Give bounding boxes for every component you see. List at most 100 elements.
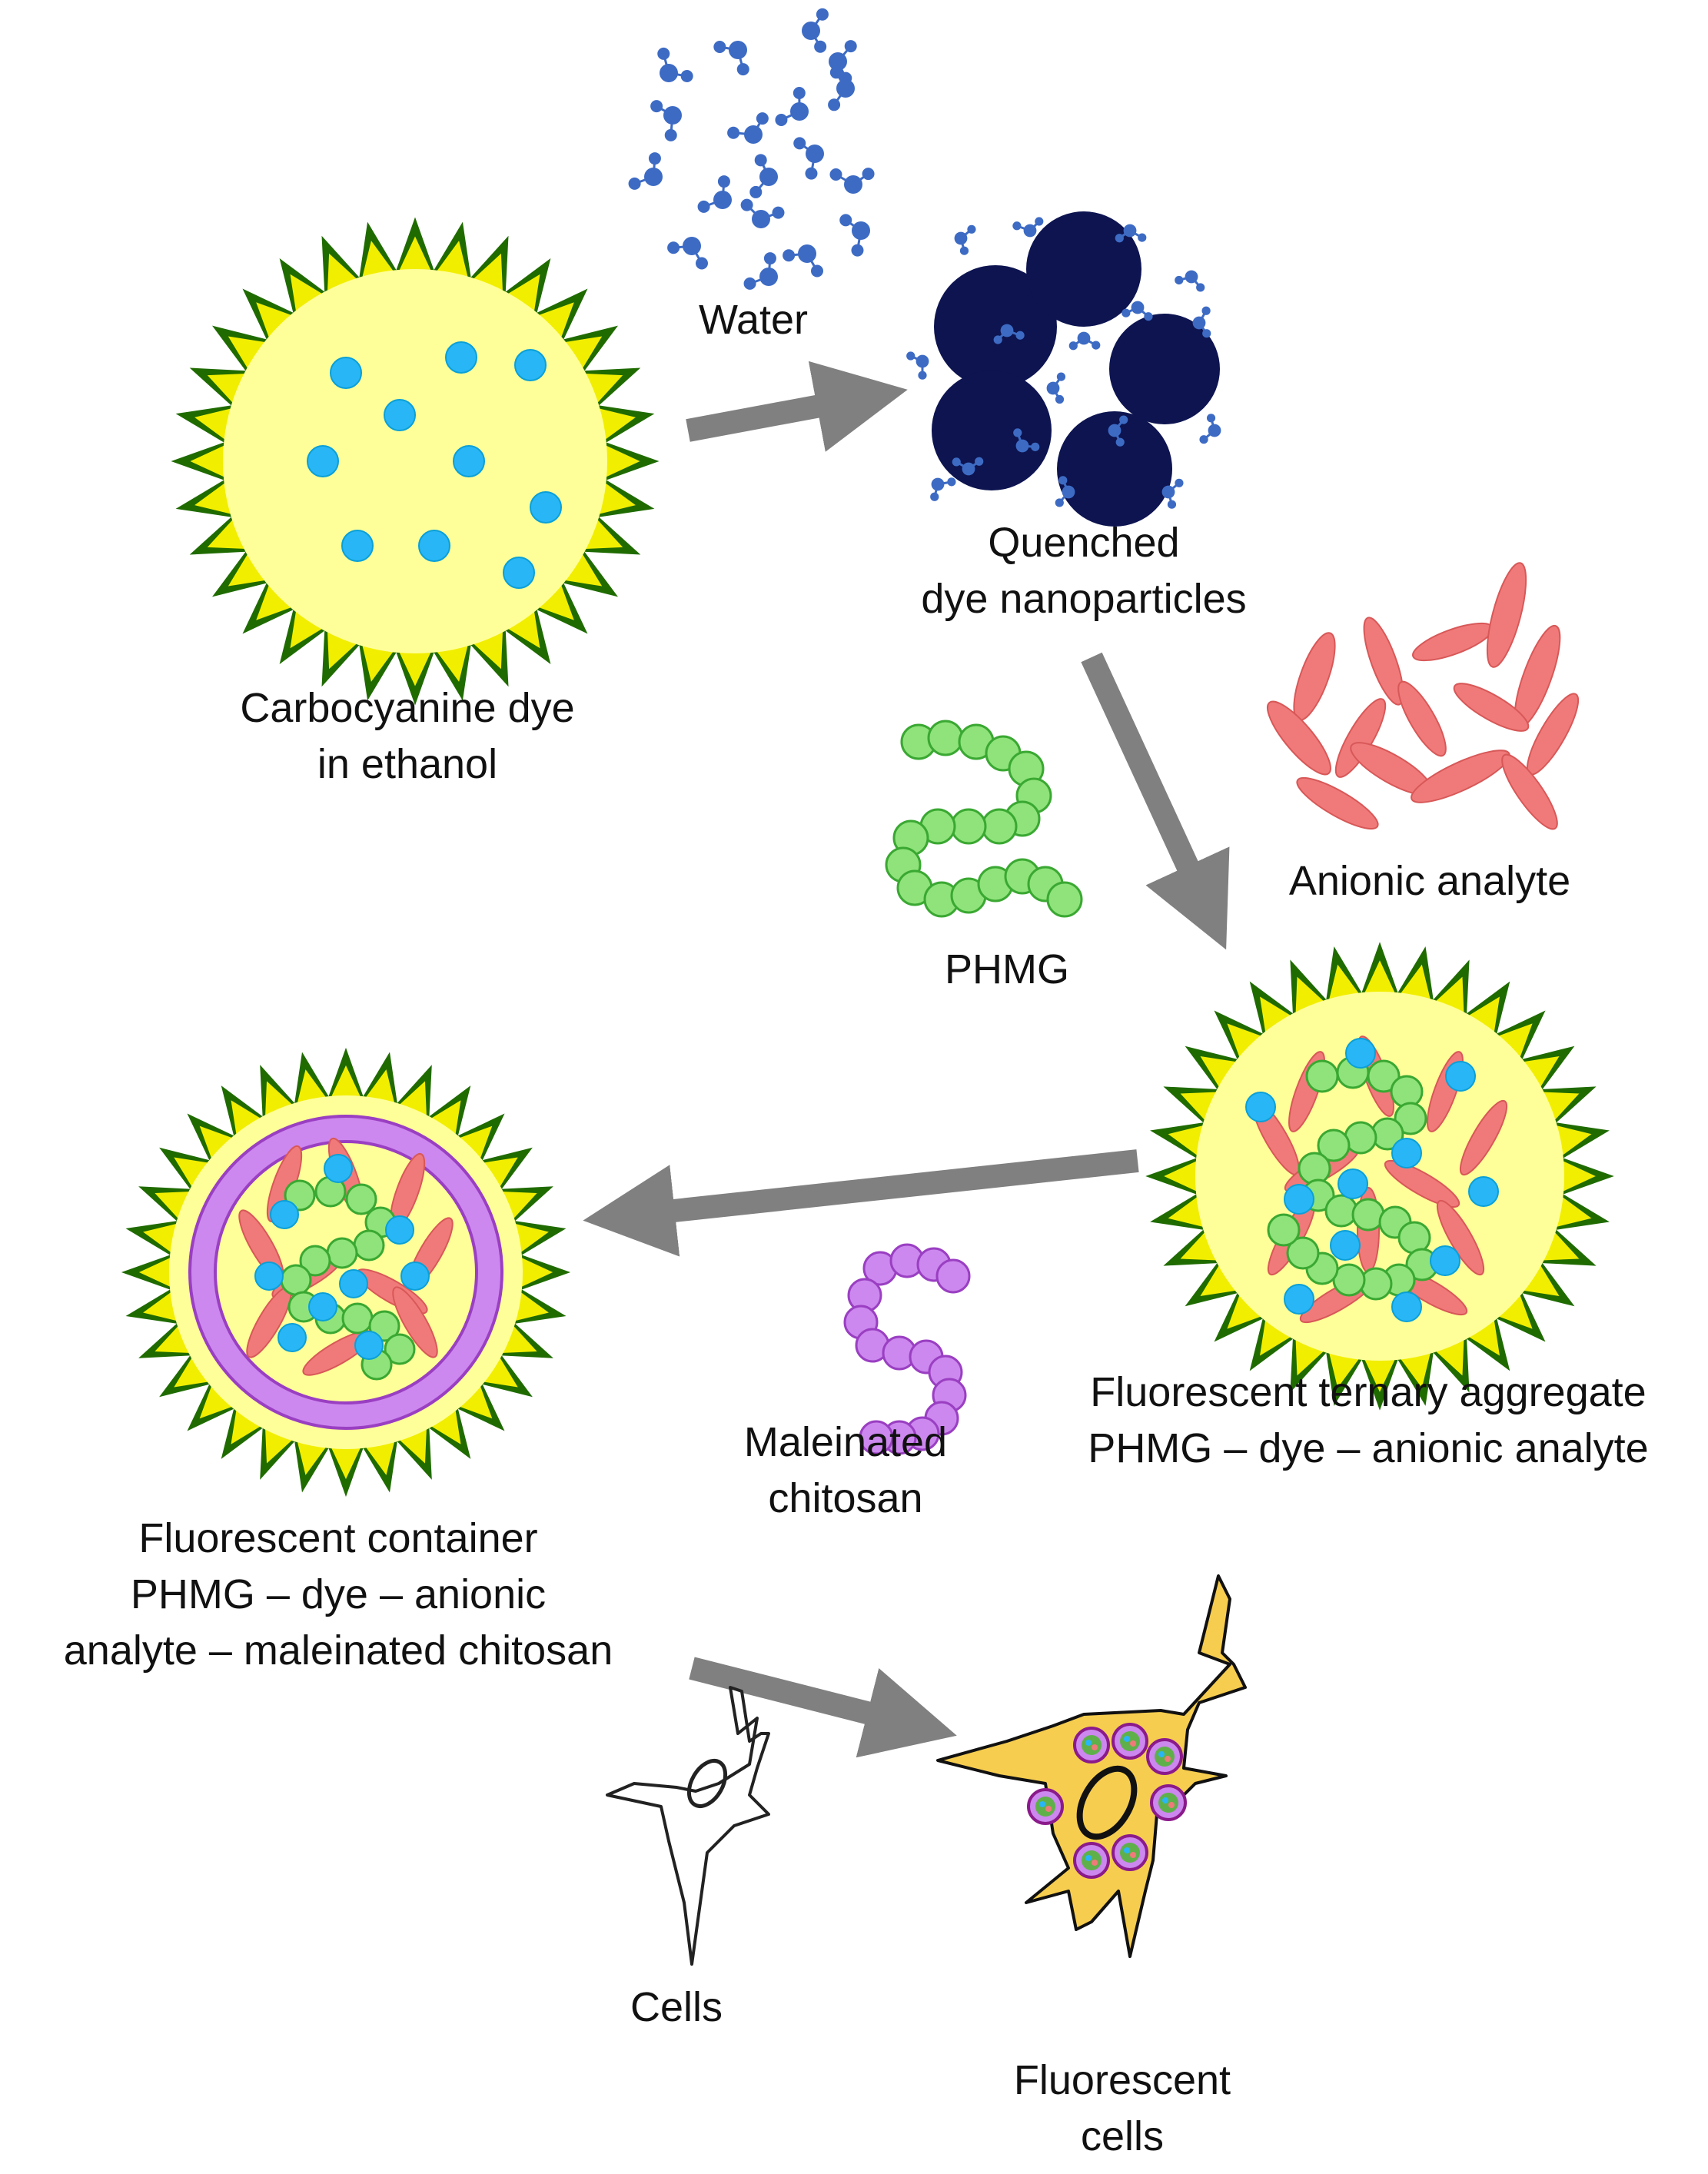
water-hydrogen	[1201, 306, 1211, 315]
ternary-line-2: PHMG – dye – anionic analyte	[1088, 1424, 1649, 1471]
dye-dot	[1468, 1176, 1499, 1207]
water-hydrogen	[1068, 341, 1078, 351]
phmg-bead	[950, 808, 987, 845]
dye-dot	[339, 1269, 368, 1298]
water-hydrogen	[1056, 372, 1066, 381]
phmg-bead	[1394, 1102, 1427, 1135]
mini-container-core	[1082, 1850, 1102, 1870]
dye-core	[223, 269, 607, 653]
dye-dot	[307, 445, 339, 477]
phmg-polymer-icon	[885, 720, 1083, 918]
label-container: Fluorescent container PHMG – dye – anion…	[8, 1511, 669, 1679]
mini-container-core	[1158, 1793, 1178, 1813]
water-hydrogen	[754, 154, 767, 167]
water-hydrogen	[713, 41, 726, 54]
label-dye-ethanol: Carbocyanine dye in ethanol	[169, 680, 646, 793]
water-hydrogen	[1092, 341, 1101, 350]
mini-analyte-dot	[1165, 1756, 1171, 1762]
mini-analyte-dot	[1168, 1802, 1175, 1808]
water-hydrogen	[839, 214, 852, 227]
water-hydrogen	[628, 177, 641, 190]
water-oxygen	[1046, 381, 1060, 395]
label-quenched: Quenched dye nanoparticles	[861, 515, 1307, 627]
mini-dye-dot	[1124, 1847, 1130, 1853]
mini-container-core	[1120, 1843, 1140, 1863]
phmg-bead	[280, 1264, 312, 1296]
water-oxygen	[829, 52, 847, 71]
water-hydrogen	[918, 371, 927, 380]
analyte-mark	[1501, 753, 1558, 830]
quenched-line-2: dye nanoparticles	[921, 575, 1247, 622]
water-hydrogen	[947, 477, 956, 487]
container-line-3: analyte – maleinated chitosan	[63, 1627, 613, 1674]
water-hydrogen	[1138, 233, 1147, 242]
analyte-mark	[392, 1286, 438, 1358]
water-hydrogen	[717, 175, 730, 188]
water-oxygen	[962, 462, 975, 476]
water-hydrogen	[851, 244, 864, 257]
water-oxygen	[1023, 224, 1037, 238]
dye-dot	[384, 399, 416, 431]
water-hydrogen	[1121, 308, 1131, 317]
mini-analyte-dot	[1130, 1740, 1136, 1747]
water-oxygen	[802, 22, 820, 40]
label-water: Water	[669, 292, 838, 348]
nanoparticle	[1026, 211, 1141, 327]
water-hydrogen	[1119, 415, 1128, 424]
water-oxygen	[744, 125, 763, 144]
nanoparticle	[934, 265, 1057, 388]
dye-dot	[1391, 1291, 1422, 1322]
phmg-bead	[927, 720, 964, 756]
mini-analyte-dot	[1130, 1852, 1136, 1858]
mini-container-core	[1035, 1797, 1055, 1817]
water-hydrogen	[814, 40, 827, 53]
water-hydrogen	[1031, 442, 1040, 451]
water-hydrogen	[975, 457, 984, 466]
water-hydrogen	[1115, 437, 1125, 447]
chitosan-bead	[859, 1420, 894, 1455]
mini-dye-dot	[1039, 1801, 1045, 1807]
container-line-1: Fluorescent container	[138, 1515, 538, 1561]
water-oxygen	[1077, 331, 1091, 345]
quenched-line-1: Quenched	[988, 520, 1180, 566]
water-hydrogen	[993, 335, 1002, 344]
dye-dot	[341, 530, 374, 562]
dye-dot	[354, 1331, 384, 1360]
water-hydrogen	[959, 246, 969, 255]
water-oxygen	[1185, 270, 1198, 284]
water-hydrogen	[1013, 428, 1022, 437]
water-oxygen	[806, 145, 824, 163]
dye-dot	[418, 530, 450, 562]
water-hydrogen	[829, 66, 842, 79]
phmg-bead	[1286, 1236, 1320, 1270]
mini-analyte-dot	[1045, 1806, 1052, 1812]
phmg-bead	[1367, 1059, 1401, 1093]
analyte-mark	[1363, 617, 1404, 706]
mini-dye-dot	[1158, 1751, 1165, 1757]
water-hydrogen	[1167, 500, 1177, 509]
phmg-bead	[299, 1245, 331, 1277]
water-oxygen	[1000, 324, 1014, 337]
dye-dot	[385, 1215, 414, 1245]
container-line-2: PHMG – dye – anionic	[130, 1571, 547, 1617]
water-oxygen	[1062, 485, 1075, 499]
water-hydrogen	[1202, 329, 1211, 338]
dye-dot	[503, 557, 535, 589]
dye-dot	[1391, 1138, 1422, 1168]
mini-container-core	[1120, 1731, 1140, 1751]
dye-dot	[1337, 1168, 1368, 1199]
water-hydrogen	[1012, 221, 1022, 231]
analyte-mark	[1293, 632, 1336, 721]
water-hydrogen	[1055, 498, 1064, 507]
dye-dot	[514, 349, 547, 381]
dye-dot	[270, 1200, 299, 1229]
dye-dot	[277, 1323, 307, 1352]
dye-dot	[308, 1292, 337, 1321]
phmg-bead	[1046, 881, 1083, 918]
water-hydrogen	[727, 126, 740, 139]
water-hydrogen	[763, 252, 776, 265]
ternary-aggregate-icon	[1145, 942, 1614, 1411]
phmg-bead	[1298, 1152, 1331, 1185]
analyte-mark	[1397, 680, 1447, 757]
